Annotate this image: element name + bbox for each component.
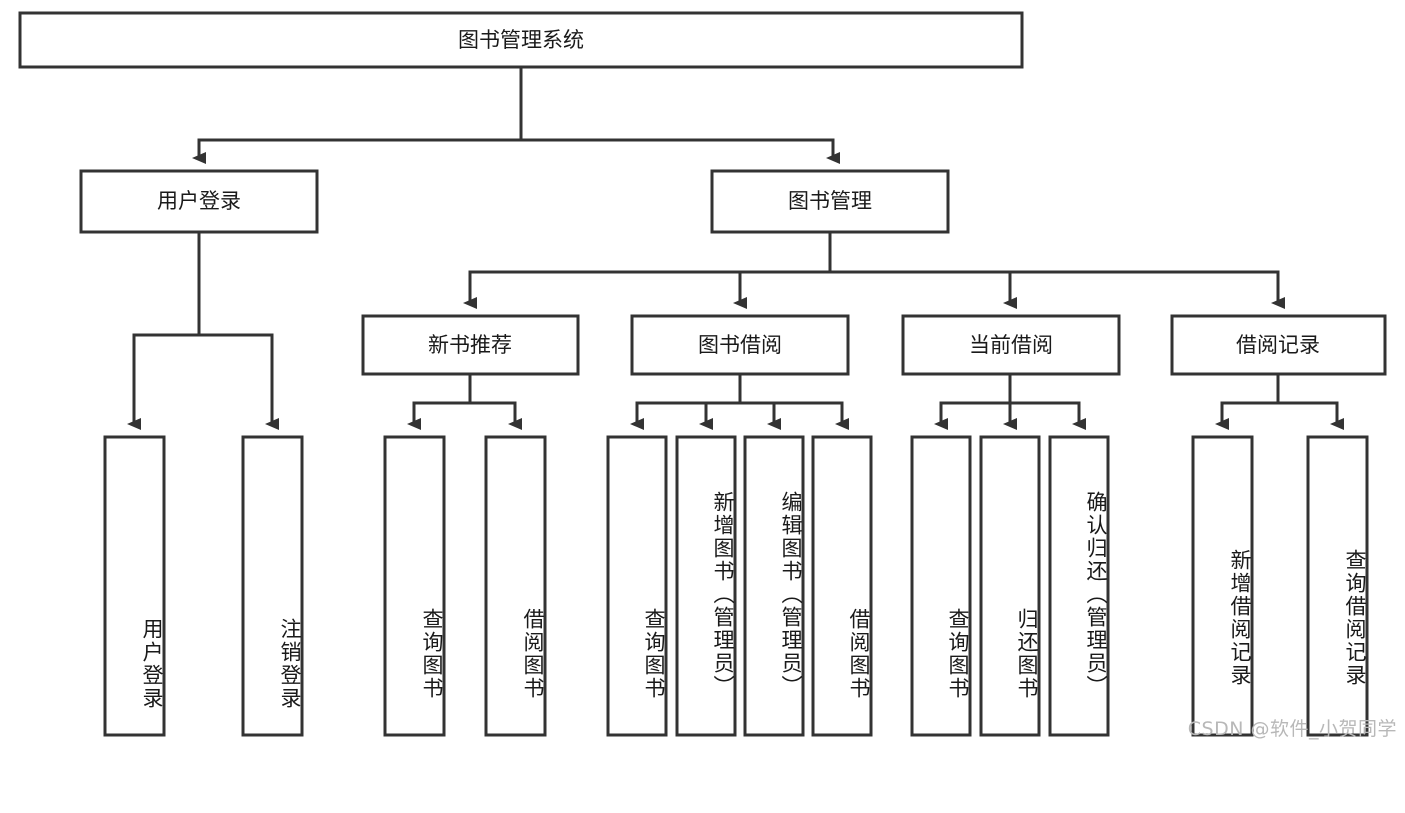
leaf-edit-book-box[interactable]	[743, 435, 805, 737]
leaf-confirm-return-box[interactable]	[1048, 435, 1110, 737]
node-root-box[interactable]	[18, 11, 1024, 69]
node-user-login[interactable]: 用户登录	[79, 169, 319, 234]
node-root-label: 图书管理系统	[458, 28, 584, 52]
leaf-query-book-3-box[interactable]	[910, 435, 972, 737]
node-book-borrow-box[interactable]	[630, 314, 850, 376]
node-book-management[interactable]: 图书管理	[710, 169, 950, 234]
node-current-borrow-label: 当前借阅	[969, 333, 1053, 357]
leaf-borrow-book-2-box[interactable]	[811, 435, 873, 737]
node-book-borrow[interactable]: 图书借阅	[630, 314, 850, 376]
leaf-query-book-1-box[interactable]	[383, 435, 446, 737]
leaf-add-record-box[interactable]	[1191, 435, 1254, 737]
node-borrow-record-box[interactable]	[1170, 314, 1387, 376]
leaf-boxes	[103, 435, 1369, 737]
leaf-user-login-box[interactable]	[103, 435, 166, 737]
node-current-borrow[interactable]: 当前借阅	[901, 314, 1121, 376]
leaf-return-book-box[interactable]	[979, 435, 1041, 737]
node-new-book-recommend-box[interactable]	[361, 314, 580, 376]
flowchart-diagram: 图书管理系统 用户登录 图书管理 新书推荐 图书借阅 当前借阅 借阅记录	[18, 11, 1397, 740]
node-borrow-record[interactable]: 借阅记录	[1170, 314, 1387, 376]
node-root[interactable]: 图书管理系统	[18, 11, 1024, 69]
node-book-management-label: 图书管理	[788, 189, 872, 213]
diagram-canvas: 图书管理系统 用户登录 图书管理 新书推荐 图书借阅 当前借阅 借阅记录	[18, 11, 1387, 737]
node-book-management-box[interactable]	[710, 169, 950, 234]
node-current-borrow-box[interactable]	[901, 314, 1121, 376]
node-new-book-recommend-label: 新书推荐	[428, 333, 512, 357]
node-borrow-record-label: 借阅记录	[1236, 333, 1320, 357]
leaf-query-record-box[interactable]	[1306, 435, 1369, 737]
leaf-borrow-book-1-box[interactable]	[484, 435, 547, 737]
leaf-add-book-box[interactable]	[675, 435, 737, 737]
leaf-logout-login-box[interactable]	[241, 435, 304, 737]
csdn-watermark: CSDN @软件_小贺同学	[1187, 718, 1397, 740]
leaf-query-book-2-box[interactable]	[606, 435, 668, 737]
node-user-login-label: 用户登录	[157, 189, 241, 213]
node-user-login-box[interactable]	[79, 169, 319, 234]
node-new-book-recommend[interactable]: 新书推荐	[361, 314, 580, 376]
connector-layer	[127, 65, 1344, 430]
node-book-borrow-label: 图书借阅	[698, 333, 782, 357]
